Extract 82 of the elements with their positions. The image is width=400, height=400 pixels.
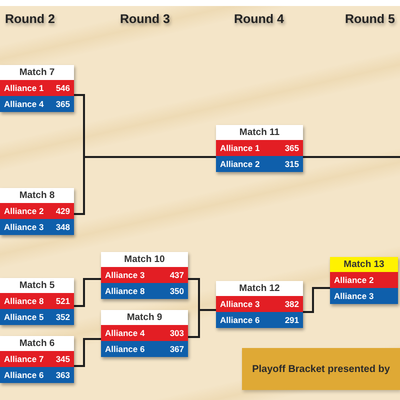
match-title: Match 7 <box>0 65 74 80</box>
alliance-name: Alliance 5 <box>4 312 44 322</box>
alliance-row <box>0 351 74 367</box>
round-heading: Round 2 <box>5 12 55 26</box>
alliance-name: Alliance 1 <box>220 143 260 153</box>
bracket-line <box>74 278 101 307</box>
alliance-row <box>0 367 74 383</box>
alliance-row <box>216 140 303 156</box>
banner <box>242 348 400 390</box>
score: 437 <box>170 270 184 280</box>
alliance-name: Alliance 6 <box>220 315 260 325</box>
alliance-name: Alliance 2 <box>4 206 44 216</box>
match-card <box>216 125 303 172</box>
score: 367 <box>170 344 184 354</box>
match-card <box>0 65 74 112</box>
alliance-row <box>101 325 188 341</box>
alliance-row <box>0 96 74 112</box>
alliance-row <box>216 156 303 172</box>
match-title: Match 13 <box>330 257 398 272</box>
bracket-line <box>74 338 101 367</box>
match-title: Match 8 <box>0 188 74 203</box>
match-title: Match 11 <box>216 125 303 140</box>
alliance-name: Alliance 6 <box>4 370 44 380</box>
match-card <box>216 281 303 328</box>
alliance-row <box>330 272 398 288</box>
bracket-line <box>74 156 216 215</box>
score: 546 <box>56 83 70 93</box>
banner-text: Playoff Bracket presented by <box>252 364 390 374</box>
alliance-row <box>101 341 188 357</box>
score: 382 <box>284 299 299 309</box>
bracket-line <box>188 309 216 338</box>
alliance-name: Alliance 1 <box>4 83 44 93</box>
alliance-row <box>0 309 74 325</box>
match-card <box>330 257 398 304</box>
alliance-row <box>0 219 74 235</box>
score: 365 <box>284 143 299 153</box>
alliance-name: Alliance 3 <box>4 222 44 232</box>
score: 291 <box>284 315 299 325</box>
alliance-name: Alliance 8 <box>105 286 145 296</box>
round-heading: Round 5 <box>345 12 395 26</box>
score: 315 <box>284 159 299 169</box>
alliance-name: Alliance 6 <box>105 344 145 354</box>
match-card <box>101 252 188 299</box>
alliance-row <box>216 312 303 328</box>
score: 352 <box>56 312 70 322</box>
match-title: Match 5 <box>0 278 74 293</box>
alliance-row <box>330 288 398 304</box>
alliance-name: Alliance 4 <box>105 328 145 338</box>
score: 521 <box>56 296 70 306</box>
match-card <box>101 310 188 357</box>
match-title: Match 6 <box>0 336 74 351</box>
match-title: Match 10 <box>101 252 188 267</box>
alliance-name: Alliance 3 <box>105 270 145 280</box>
alliance-row <box>0 203 74 219</box>
alliance-row <box>216 296 303 312</box>
alliance-name: Alliance 2 <box>220 159 260 169</box>
match-card <box>0 278 74 325</box>
alliance-row <box>101 283 188 299</box>
score: 348 <box>56 222 70 232</box>
alliance-row <box>0 80 74 96</box>
score: 365 <box>56 99 70 109</box>
match-card <box>0 188 74 235</box>
alliance-name: Alliance 4 <box>4 99 44 109</box>
alliance-row <box>0 293 74 309</box>
score: 350 <box>170 286 184 296</box>
score: 303 <box>170 328 184 338</box>
alliance-name: Alliance 3 <box>220 299 260 309</box>
alliance-name: Alliance 8 <box>4 296 44 306</box>
score: 429 <box>56 206 70 216</box>
score: 345 <box>56 354 70 364</box>
alliance-name: Alliance 3 <box>334 291 374 301</box>
alliance-name: Alliance 2 <box>334 275 374 285</box>
bracket-line <box>303 156 400 158</box>
round-heading: Round 4 <box>234 12 284 26</box>
score: 363 <box>56 370 70 380</box>
match-card <box>0 336 74 383</box>
alliance-row <box>101 267 188 283</box>
match-title: Match 9 <box>101 310 188 325</box>
match-title: Match 12 <box>216 281 303 296</box>
round-heading: Round 3 <box>120 12 170 26</box>
bracket-line <box>303 287 330 313</box>
alliance-name: Alliance 7 <box>4 354 44 364</box>
